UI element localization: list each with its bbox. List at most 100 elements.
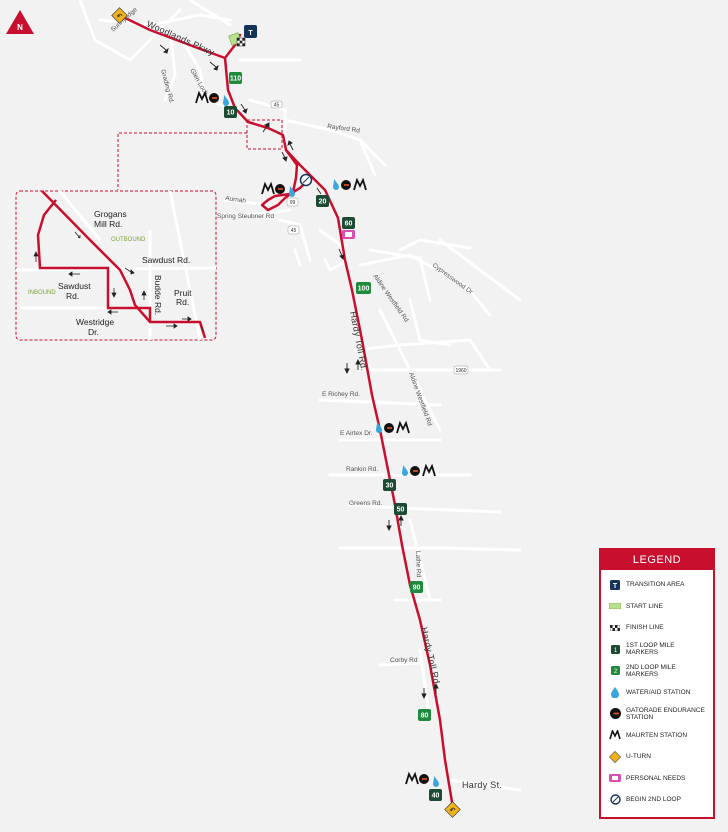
legend-item-first-loop: 1 1ST LOOP MILE MARKERS	[609, 639, 707, 661]
aid-station-2	[261, 181, 295, 197]
aid-station-4	[376, 420, 410, 434]
mile-marker-10: 10	[224, 106, 237, 118]
transition-area-marker: T	[244, 25, 257, 38]
begin-second-loop-icon	[609, 794, 621, 806]
svg-text:60: 60	[345, 221, 353, 228]
legend-item-personal-needs: PERSONAL NEEDS	[609, 768, 707, 790]
e-airtex-label: E Airtex Dr.	[340, 430, 373, 437]
gatorade-station-icon	[609, 708, 621, 720]
aldine-westfield-1-label: Aldine Westfield Rd	[371, 273, 409, 324]
inset-pruit-2: Rd.	[176, 297, 189, 307]
inset-budde-label: Budde Rd.	[153, 275, 163, 315]
legend-item-u-turn: U-TURN	[609, 746, 707, 768]
grading-rd-label: Grading Rd.	[159, 69, 175, 105]
rayford-label: Rayford Rd	[327, 123, 361, 135]
u-turn-markers: ↶ ↶	[111, 7, 461, 818]
mile-marker-50: 50	[394, 503, 407, 515]
personal-needs-marker	[342, 230, 355, 239]
legend-item-transition: T TRANSITION AREA	[609, 574, 707, 596]
svg-text:10: 10	[227, 110, 235, 117]
legend-item-start-line: START LINE	[609, 596, 707, 618]
inset-westridge-1: Westridge	[76, 317, 114, 327]
mile-marker-30: 30	[383, 479, 396, 491]
route-1960-shield: 1960	[455, 368, 466, 374]
route-99-shield: 99	[290, 200, 296, 206]
inset-inbound-label: INBOUND	[28, 290, 56, 296]
personal-needs-icon	[609, 772, 621, 784]
grogans-mill-inset: Grogans Mill Rd. OUTBOUND INBOUND Sawdus…	[15, 190, 217, 341]
inset-direction-arrows	[33, 231, 205, 333]
start-line-icon	[609, 600, 621, 612]
aid-station-3	[333, 177, 367, 191]
svg-text:110: 110	[230, 76, 241, 83]
transition-area-icon: T	[609, 579, 621, 591]
u-turn-north: ↶	[111, 7, 128, 24]
legend-item-maurten: MAURTEN STATION	[609, 725, 707, 747]
aurnah-label: Aurnah	[225, 195, 247, 205]
mile-markers: 110 10 20 60 100 30 50 90 80 40	[224, 72, 442, 801]
legend-item-finish-line: FINISH LINE	[609, 617, 707, 639]
svg-text:↶: ↶	[449, 808, 456, 815]
svg-text:90: 90	[413, 585, 421, 592]
mile-marker-60: 60	[342, 217, 355, 229]
legend-item-gatorade: GATORADE ENDURANCE STATION	[609, 703, 707, 725]
inset-sawdust-right: Sawdust Rd.	[142, 255, 190, 265]
u-turn-icon	[609, 750, 621, 763]
inset-grogans-line2: Mill Rd.	[94, 219, 122, 229]
e-richey-label: E Richey Rd.	[322, 391, 360, 398]
inset-pruit-1: Pruit	[174, 288, 192, 298]
first-loop-marker-icon: 1	[609, 643, 621, 655]
route-direction-arrows	[159, 44, 439, 700]
legend-title: LEGEND	[601, 550, 713, 570]
svg-text:40: 40	[432, 793, 440, 800]
mile-marker-90: 90	[410, 581, 423, 593]
route-45-shield-a: 45	[274, 103, 280, 109]
aldine-westfield-2-label: Aldine Westfield Rd	[407, 371, 433, 427]
inset-sawdust-left-2: Rd.	[66, 291, 79, 301]
start-finish-area: T	[228, 25, 257, 47]
aid-station-1	[195, 90, 229, 106]
mile-marker-20: 20	[316, 195, 329, 207]
water-aid-station-icon	[609, 686, 621, 698]
inset-grogans-line1: Grogans	[94, 209, 127, 219]
inset-outbound-label: OUTBOUND	[111, 237, 146, 243]
legend-item-begin-second-loop: BEGIN 2ND LOOP	[609, 789, 707, 811]
aid-stations	[195, 90, 439, 787]
mile-marker-100: 100	[356, 282, 371, 294]
route-45-shield-b: 45	[291, 228, 297, 234]
svg-text:20: 20	[319, 199, 327, 206]
background-streets	[78, 0, 522, 792]
corby-label: Corby Rd	[390, 657, 418, 664]
spring-steubner-label: Spring Steubner Rd	[217, 213, 274, 220]
lathe-label: Lathe Rd	[414, 551, 422, 578]
svg-text:80: 80	[421, 713, 429, 720]
mile-marker-80: 80	[418, 709, 431, 721]
svg-text:30: 30	[386, 483, 394, 490]
u-turn-south: ↶	[444, 801, 461, 818]
inset-callout	[117, 119, 283, 190]
compass-label: N	[17, 23, 23, 32]
finish-line-marker	[236, 37, 246, 47]
finish-line-icon	[609, 622, 621, 634]
cypresswood-label: Cypresswood Dr	[431, 262, 475, 296]
svg-text:1: 1	[613, 648, 617, 654]
hardy-st-label: Hardy St.	[462, 780, 502, 790]
sunnyridge-label: Sunnyridge	[110, 6, 139, 33]
mile-marker-40: 40	[429, 789, 442, 801]
svg-text:T: T	[613, 583, 618, 590]
maurten-station-icon	[609, 729, 621, 741]
aid-station-5	[402, 463, 436, 477]
bike-route	[119, 14, 455, 810]
north-compass: N	[6, 10, 34, 34]
legend-panel: LEGEND T TRANSITION AREA START LINE FINI…	[599, 548, 715, 819]
second-loop-marker-icon: 2	[609, 665, 621, 677]
mile-marker-110: 110	[229, 72, 242, 84]
legend-item-water: WATER/AID STATION	[609, 682, 707, 704]
rankin-label: Rankin Rd.	[346, 466, 378, 473]
svg-text:100: 100	[358, 286, 370, 293]
route-shields: 45 99 45 1960	[270, 100, 469, 375]
svg-text:50: 50	[397, 507, 405, 514]
aid-station-6	[405, 771, 439, 787]
legend-item-second-loop: 2 2ND LOOP MILE MARKERS	[609, 660, 707, 682]
